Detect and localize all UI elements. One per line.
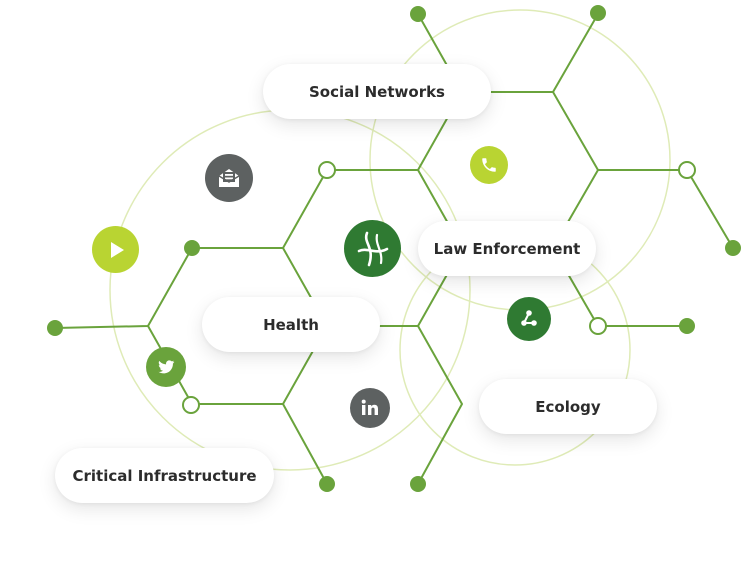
twitter-icon <box>146 347 186 387</box>
network-node-hollow <box>678 161 696 179</box>
network-node <box>47 320 63 336</box>
label-social-networks: Social Networks <box>263 64 491 119</box>
label-law-enforcement: Law Enforcement <box>418 221 596 276</box>
share-icon <box>507 297 551 341</box>
phone-icon <box>470 146 508 184</box>
label-ecology: Ecology <box>479 379 657 434</box>
network-node <box>590 5 606 21</box>
network-nodes <box>47 5 741 492</box>
network-edge <box>417 325 463 485</box>
network-node-hollow <box>589 317 607 335</box>
network-edge <box>417 13 599 171</box>
network-node-hollow <box>182 396 200 414</box>
label-law-enforcement-text: Law Enforcement <box>433 239 581 258</box>
label-social-networks-text: Social Networks <box>309 82 445 101</box>
network-node <box>184 240 200 256</box>
network-node <box>319 476 335 492</box>
label-critical-infrastructure-text: Critical Infrastructure <box>72 466 257 485</box>
label-ecology-text: Ecology <box>535 397 601 416</box>
brand-logo-icon <box>344 220 401 277</box>
network-node <box>410 476 426 492</box>
network-node <box>679 318 695 334</box>
network-edge <box>552 91 734 249</box>
label-health: Health <box>202 297 380 352</box>
email-icon <box>205 154 253 202</box>
label-health-text: Health <box>263 315 319 334</box>
hollow-nodes <box>182 161 696 414</box>
network-node <box>410 6 426 22</box>
play-icon <box>92 226 139 273</box>
label-critical-infrastructure: Critical Infrastructure <box>55 448 274 503</box>
linkedin-icon <box>350 388 390 428</box>
network-node <box>725 240 741 256</box>
network-node-hollow <box>318 161 336 179</box>
